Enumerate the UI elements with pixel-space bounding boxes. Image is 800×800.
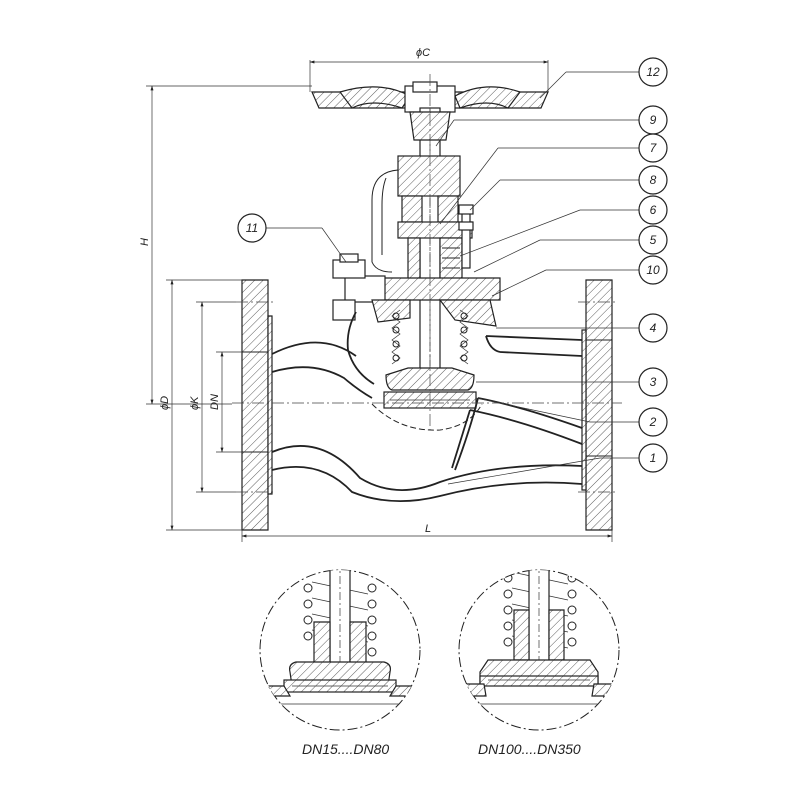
callouts: 12 9 7 8 6 5 10 4 [237,57,668,485]
callout-10 [638,255,668,285]
callout-2-label: 2 [649,415,657,429]
dim-l-label: L [425,523,431,535]
callout-8 [638,165,668,195]
callout-5 [638,225,668,255]
detail-small-caption: DN15....DN80 [302,741,389,757]
callout-2 [638,407,668,437]
callout-10-label: 10 [646,263,660,277]
dimensions: ϕC H ϕD ϕK DN L [139,47,613,542]
callout-11 [237,213,267,243]
detail-view-large: DN100....DN350 [458,569,620,757]
callout-6 [638,195,668,225]
dim-d-label: ϕD [159,396,171,410]
detail-large-caption: DN100....DN350 [478,741,581,757]
dim-k-label: ϕK [189,396,201,410]
dim-dn-label: DN [209,394,221,410]
bonnet [332,253,501,327]
callout-11-label: 11 [246,221,258,235]
callout-4-label: 4 [650,321,657,335]
dim-c-label: ϕC [416,47,430,59]
callout-5-label: 5 [650,233,657,247]
callout-12 [638,57,668,87]
valve-main-view [232,74,622,531]
callout-1-label: 1 [650,451,657,465]
yoke [371,155,461,273]
spring [391,309,469,365]
gland-packing [397,204,474,281]
callout-8-label: 8 [650,173,657,187]
dim-h-label: H [139,238,151,246]
callout-4 [638,313,668,343]
callout-7 [638,133,668,163]
callout-3-label: 3 [650,375,657,389]
callout-1 [638,443,668,473]
callout-6-label: 6 [650,203,657,217]
callout-9-label: 9 [650,113,657,127]
callout-7-label: 7 [650,141,658,155]
valve-body [236,279,618,531]
callout-12-label: 12 [646,65,660,79]
detail-view-small: DN15....DN80 [259,569,421,757]
handwheel [311,81,549,113]
callout-3 [638,367,668,397]
